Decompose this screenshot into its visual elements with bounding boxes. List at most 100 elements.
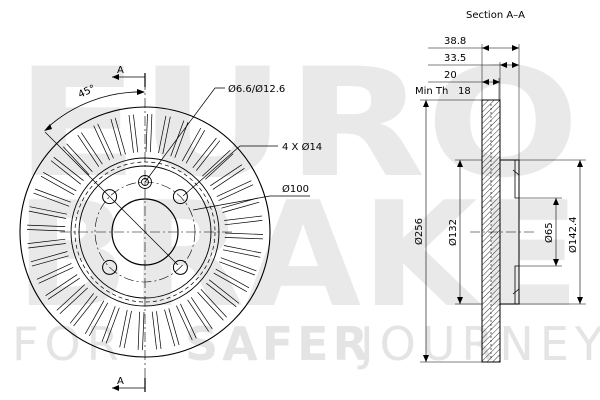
watermark-tagline-1: FOR [12,317,125,371]
pcd-leader [192,195,310,211]
vent-rib [192,137,217,169]
dim-outer-arrow-bottom [423,355,429,362]
section-view: Section A–A 38.8 33.5 20 Min Th 18 [413,10,586,363]
vent-rib [28,210,67,219]
vent-rib [222,249,261,258]
dim-disc-thickness: 20 [444,70,457,81]
section-mark-top: A [117,65,124,76]
vent-rib [206,283,237,308]
dim-hat-arrow2 [512,62,519,68]
vent-rib [180,303,197,339]
vent-rib [63,146,90,175]
bolt-hole [102,259,118,275]
vent-rib [162,116,171,155]
vent-rib [119,309,128,348]
vent-rib [224,237,263,240]
vent-rib [47,277,80,300]
watermark-tagline-2: SAFER [185,317,372,371]
bolt-holes-label: 4 X Ø14 [282,141,322,153]
vent-rib [33,192,70,207]
dim-center-bore: Ø65 [543,222,555,243]
dim-disc-arrow [482,79,489,85]
vent-rib [142,311,145,351]
bolt-hole [172,189,188,205]
vent-rib [202,150,231,177]
dim-hat-height: 33.5 [444,53,466,64]
vent-rib [73,295,98,327]
vent-rib [93,125,110,161]
vent-rib [110,118,122,156]
vent-rib [105,307,120,344]
vent-rib [200,289,227,318]
section-title: Section A–A [466,10,525,21]
diagonal-axis-line [44,131,179,266]
vent-rib [29,206,68,215]
vent-rib [56,284,85,311]
dim-overall-thickness: 38.8 [444,36,466,47]
hole-diameter-leader [144,87,225,183]
vent-rib [123,310,132,349]
bolt-holes-leader [182,145,278,197]
vent-rib [222,201,260,213]
min-thickness-label: Min Th [415,86,448,97]
dim-overall-arrow [512,45,519,51]
vent-rib [185,130,206,164]
vent-rib [27,224,66,227]
vent-rib [128,115,134,153]
dim-overall-arrow2 [482,45,489,51]
vent-rib [88,302,109,337]
vent-rib [31,255,69,267]
dim-inner-arrow-top [457,160,463,167]
hat-flange-detail [512,169,520,295]
vent-rib [59,287,88,314]
vent-rib [28,243,66,249]
dim-hat-arrow [500,62,507,68]
vent-rib [69,293,94,324]
bolt-hole [172,259,188,275]
vent-rib [97,123,114,159]
vent-rib [26,229,66,232]
vent-rib [213,272,247,293]
vent-rib [223,245,262,254]
vent-rib [197,292,224,321]
vent-rib [220,257,257,272]
vent-rib [190,297,213,330]
vent-rib [38,267,74,284]
vent-rib [151,311,157,350]
vent-rib [219,261,256,276]
vent-rib [137,311,140,350]
vent-rib [81,132,103,165]
dim-outer-arrow-top [423,100,429,107]
vent-rib [158,115,167,154]
vent-rib [208,279,240,304]
vent-rib [156,311,162,349]
vent-rib [216,180,252,197]
vent-rib [84,300,105,334]
bolt-hole [102,189,118,205]
hole-diameter-label: Ø6.6/Ø12.6 [228,83,285,95]
vent-rib [133,114,139,153]
vent-rib [205,153,234,180]
dim-disc-arrow2 [493,79,500,85]
vent-rib [53,156,84,181]
vent-rib [196,140,221,171]
vent-rib [210,164,243,187]
vent-rib [212,168,245,190]
vent-rib [218,184,254,201]
vent-rib [224,232,264,235]
vent-rib [50,160,82,185]
dim-inner-arrow-bottom [457,297,463,304]
vent-rib [101,306,116,343]
vent-rib [181,127,202,162]
section-arrowhead-bottom [112,385,119,391]
dim-bore-arrow-bottom [553,259,559,266]
section-arrowhead-top [112,74,119,80]
vent-rib [176,305,193,341]
vent-rib [77,134,100,167]
friction-ring-section [481,99,501,363]
dim-hat-diameter: Ø142.4 [567,217,579,254]
vent-rib [215,268,250,289]
dim-bore-arrow-top [553,198,559,205]
vent-rib [66,143,93,172]
